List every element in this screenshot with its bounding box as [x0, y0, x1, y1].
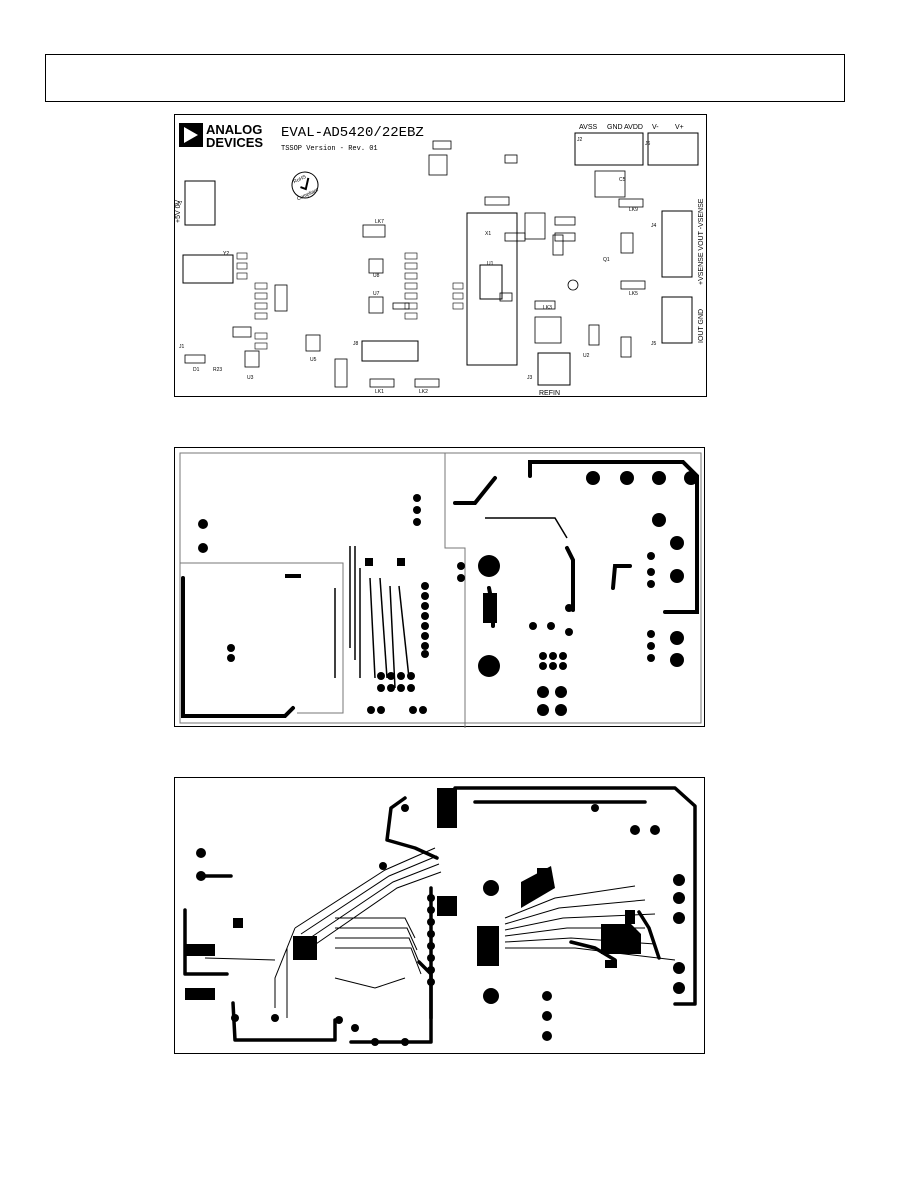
- label-vplus: V+: [675, 124, 684, 131]
- crystal-y2: [182, 254, 234, 284]
- svg-text:LK1: LK1: [375, 389, 384, 395]
- label-iout: IOUT GND: [698, 309, 705, 343]
- svg-text:R23: R23: [213, 367, 222, 373]
- svg-text:D1: D1: [193, 367, 200, 373]
- bottom-copper-layer: [174, 447, 705, 728]
- resistor-array: [236, 252, 464, 350]
- board-title: EVAL-AD5420/22EBZ: [281, 125, 424, 141]
- rohs-stamp: RoHS Compliant: [291, 171, 320, 202]
- svg-text:C5: C5: [619, 177, 626, 183]
- top-pads: [185, 804, 685, 1046]
- top-signal-traces: [204, 847, 676, 1018]
- svg-text:U8: U8: [373, 273, 380, 279]
- header-box: [45, 54, 845, 102]
- svg-text:U3: U3: [247, 375, 254, 381]
- svg-text:LK5: LK5: [629, 291, 638, 297]
- connector-j4: [661, 210, 693, 278]
- logo-line1: ANALOG: [206, 122, 262, 137]
- svg-text:LK2: LK2: [419, 389, 428, 395]
- label-gnd: GND: [607, 124, 623, 131]
- svg-text:Compliant: Compliant: [296, 187, 319, 202]
- svg-text:J8: J8: [353, 341, 359, 347]
- top-copper-layer: [174, 777, 705, 1054]
- connector-j3: [537, 352, 571, 386]
- label-avss: AVSS: [579, 124, 597, 131]
- board-version: TSSOP Version - Rev. 01: [281, 145, 378, 153]
- silkscreen-layer: ANALOG DEVICES EVAL-AD5420/22EBZ TSSOP V…: [174, 114, 707, 397]
- label-vminus: V-: [652, 124, 659, 131]
- bottom-layer-drawing: [179, 452, 702, 728]
- bottom-traces: [181, 460, 699, 718]
- svg-text:J5: J5: [651, 341, 657, 347]
- svg-text:U2: U2: [583, 353, 590, 359]
- connector-j6: [647, 132, 699, 166]
- logo-line2: DEVICES: [206, 135, 263, 150]
- top-layer-drawing: [183, 786, 697, 1046]
- svg-text:J2: J2: [577, 137, 583, 143]
- svg-text:RoHS: RoHS: [293, 174, 308, 185]
- label-avdd: AVDD: [624, 124, 643, 131]
- svg-text:J4: J4: [651, 223, 657, 229]
- top-copper-pours: [437, 788, 641, 954]
- top-ic-main: [293, 926, 499, 966]
- svg-text:J1: J1: [179, 344, 185, 350]
- svg-text:Y2: Y2: [223, 251, 229, 257]
- svg-text:J7: J7: [177, 201, 183, 207]
- silkscreen-drawing: ANALOG DEVICES EVAL-AD5420/22EBZ TSSOP V…: [175, 122, 705, 397]
- connector-j5: [661, 296, 693, 344]
- svg-text:U7: U7: [373, 291, 380, 297]
- svg-text:LK3: LK3: [543, 305, 552, 311]
- svg-text:X1: X1: [485, 231, 491, 237]
- svg-text:LK7: LK7: [375, 219, 384, 225]
- connector-j7: [184, 180, 216, 226]
- label-refin: REFIN: [539, 390, 560, 397]
- label-left-supply: +5V 0V: [175, 200, 182, 223]
- bottom-thin-traces: [334, 517, 568, 689]
- svg-text:J3: J3: [527, 375, 533, 381]
- analog-devices-logo: ANALOG DEVICES: [179, 122, 263, 150]
- label-sense: +VSENSE VOUT -VSENSE: [698, 198, 705, 285]
- connector-j8: [361, 340, 419, 362]
- component-footprints: [184, 140, 646, 388]
- svg-text:LK9: LK9: [629, 207, 638, 213]
- svg-text:Q1: Q1: [603, 257, 610, 263]
- connector-j2: [574, 132, 644, 166]
- svg-text:U1: U1: [487, 261, 494, 267]
- bottom-pads: [198, 471, 698, 716]
- ic-u1: [479, 264, 503, 300]
- svg-text:U5: U5: [310, 357, 317, 363]
- svg-text:J6: J6: [645, 141, 651, 147]
- component-x1: [466, 212, 518, 366]
